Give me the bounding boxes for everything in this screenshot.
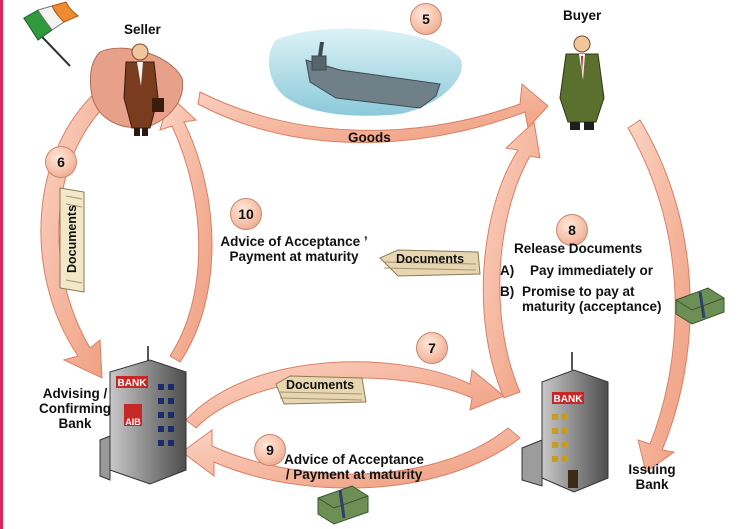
step-9-badge: 9 [254,434,286,466]
buyer-label: Buyer [563,8,602,23]
documents-stack-bottom [275,375,367,405]
documents-bottom-label: Documents [286,378,355,392]
arrow-advice-issuing-to-advising [181,427,521,489]
issuing-bank-label: Issuing Bank [620,462,684,492]
seller-label: Seller [124,22,161,37]
issuing-bank-sign: BANK [554,394,584,405]
advising-bank-label: Advising / Confirming Bank [30,386,120,431]
release-option-b-marker: B) [500,284,515,299]
release-option-a-text: Pay immediately or [530,263,654,278]
release-option-b-line2: maturity (acceptance) [522,299,662,314]
step-8-badge: 8 [556,214,588,246]
goods-label: Goods [348,130,391,145]
advising-bank-logo: AIB [125,417,141,427]
advice-acceptance-top: Advice of Acceptance ’ Payment at maturi… [216,234,372,264]
step-6-badge: 6 [45,146,77,178]
release-option-b-text: Promise to pay at maturity (acceptance) [522,284,662,314]
documents-stack-middle [379,249,481,277]
release-documents-title: Release Documents [514,241,643,256]
cargo-ship-icon [268,28,462,116]
arrow-documents-advising-to-issuing [185,361,505,429]
issuing-bank-building [521,352,609,493]
page-edge-line [0,0,3,529]
ireland-flag-icon [23,1,79,67]
arrow-payment-buyer-to-issuing [627,119,691,473]
advising-bank-name: Advising / Confirming Bank [39,386,111,431]
advice-top-line2: Payment at maturity [229,249,359,264]
documents-left-label: Documents [65,204,79,274]
documents-middle-label: Documents [396,252,465,266]
money-bundle-icon [675,287,725,325]
seller-figure [89,43,184,136]
arrow-release-documents-to-buyer [482,121,541,399]
release-option-a-marker: A) [500,263,515,278]
advising-bank-sign: BANK [118,378,148,389]
arrow-goods-seller-to-buyer [197,83,549,143]
advice-bottom-line1: Advice of Acceptance [284,452,424,467]
advising-bank-building [99,346,187,485]
money-bundle-bottom-icon [317,485,369,525]
advice-bottom-line2: / Payment at maturity [285,467,423,482]
step-7-badge: 7 [416,332,448,364]
arrow-advice-bank-to-seller [159,95,213,363]
advice-top-line1: Advice of Acceptance ’ [220,234,368,249]
step-5-badge: 5 [410,3,442,35]
release-option-b-line1: Promise to pay at [522,284,635,299]
step-10-badge: 10 [230,198,262,230]
advice-acceptance-bottom: Advice of Acceptance / Payment at maturi… [270,452,438,482]
issuing-bank-name: Issuing Bank [628,462,676,492]
buyer-figure [559,35,605,130]
documents-stack-left [59,187,85,293]
